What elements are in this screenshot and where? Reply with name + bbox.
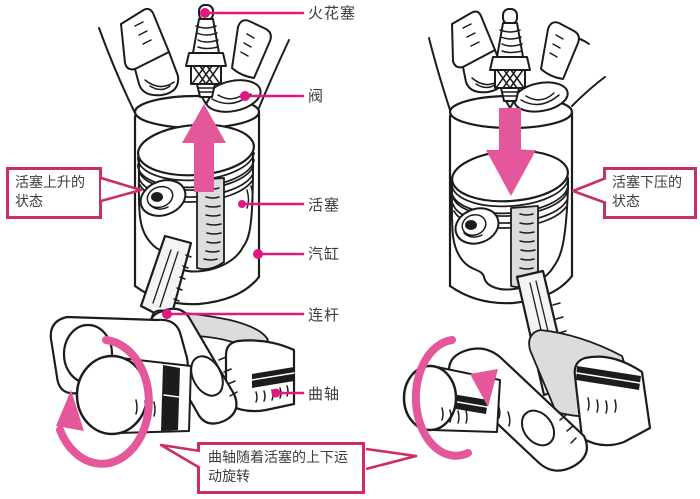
up-arrow-icon — [182, 104, 226, 192]
left-engine-head — [98, 7, 290, 130]
right-spark-plug — [489, 8, 531, 109]
callout-piston-up: 活塞上升的状态 — [6, 167, 102, 219]
label-crankshaft: 曲轴 — [308, 385, 341, 403]
label-connecting-rod: 连杆 — [308, 306, 341, 324]
label-valve: 阀 — [308, 87, 325, 105]
label-piston: 活塞 — [308, 196, 341, 214]
leader-lines — [162, 8, 305, 398]
label-cylinder: 汽缸 — [308, 245, 341, 263]
rotate-cw-arrow-left-icon — [56, 336, 153, 468]
right-engine — [402, 8, 652, 472]
down-arrow-icon — [486, 108, 536, 196]
left-crankshaft — [49, 307, 296, 436]
leader-line-connecting-rod — [162, 309, 305, 319]
callout-crank-rotation: 曲轴随着活塞的上下运动旋转 — [197, 442, 365, 494]
leader-line-valve — [240, 91, 305, 101]
rotate-cw-arrow-right-icon — [411, 336, 498, 460]
left-engine — [49, 4, 296, 468]
leader-line-cylinder — [253, 249, 305, 259]
left-connecting-rod — [139, 234, 193, 323]
callout-piston-down: 活塞下压的状态 — [603, 167, 697, 219]
leader-line-piston — [238, 200, 305, 208]
leader-line-spark-plug — [200, 8, 305, 18]
left-spark-plug — [185, 4, 227, 105]
label-spark-plug: 火花塞 — [308, 4, 357, 22]
leader-line-crankshaft — [271, 388, 305, 398]
